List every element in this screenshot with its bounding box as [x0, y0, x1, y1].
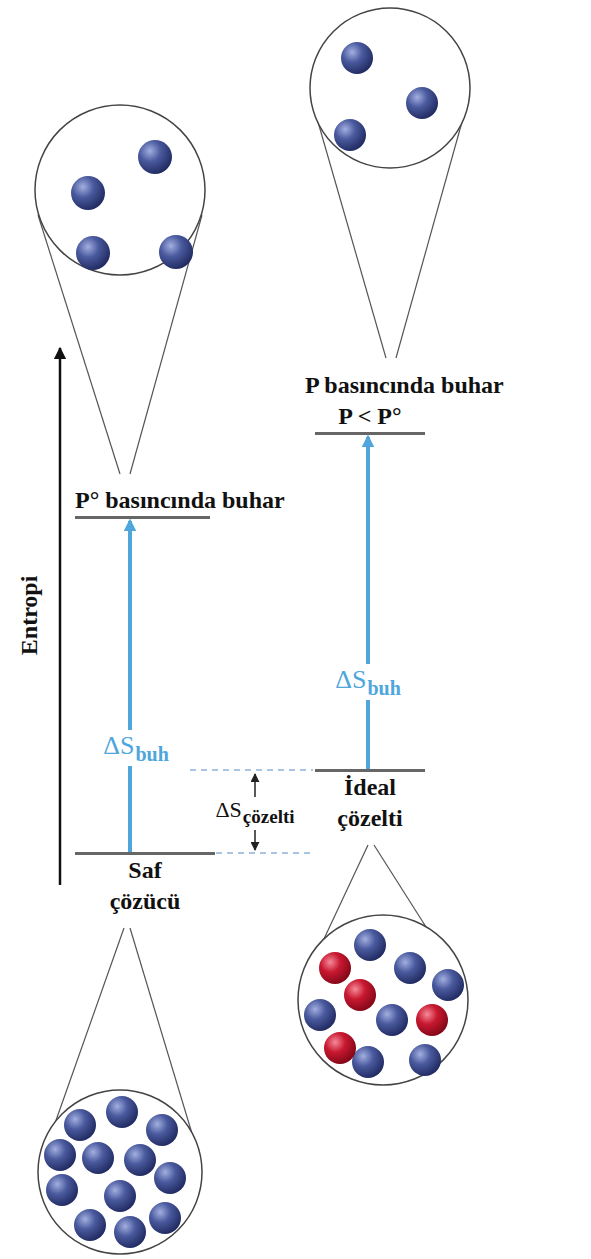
delta-symbol: ΔS	[215, 797, 241, 822]
molecule-view	[310, 8, 470, 168]
delta-symbol: ΔS	[335, 665, 366, 694]
level-label: P < P°	[315, 401, 425, 432]
level-band: P basıncında buharP < P°	[305, 370, 504, 435]
delta-subscript: buh	[367, 677, 400, 699]
level-label: P° basıncında buhar	[75, 485, 285, 516]
level-line	[75, 852, 215, 855]
label-group: ΔSbuh	[100, 730, 172, 766]
level-label: İdeal çözelti	[324, 772, 416, 834]
level-line	[75, 516, 210, 519]
label-group: Entropi	[16, 572, 45, 658]
level-label: Saf çözücü	[99, 855, 191, 917]
delta-subscript: buh	[135, 743, 168, 765]
dashed-level	[190, 770, 313, 853]
entropy-axis	[59, 348, 62, 885]
molecule-view	[38, 1090, 202, 1254]
delta-subscript: çözelti	[243, 806, 295, 827]
level-band: İdeal çözelti	[315, 769, 425, 834]
level-line	[315, 769, 425, 772]
level-line	[315, 432, 425, 435]
label-group: ΔSçözelti	[212, 797, 297, 829]
level-band: Saf çözücü	[75, 852, 215, 917]
axis-label: Entropi	[17, 575, 43, 655]
entropy-arrow	[366, 437, 370, 769]
label-group: ΔSbuh	[332, 664, 404, 700]
delta-arrow	[254, 774, 256, 797]
entropy-arrow	[128, 521, 132, 852]
delta-arrow	[254, 830, 256, 850]
delta-symbol: ΔS	[103, 731, 134, 760]
molecule-view	[35, 105, 205, 275]
molecule-view	[298, 915, 468, 1085]
level-label: P basıncında buhar	[305, 370, 504, 401]
level-band: P° basıncında buhar	[75, 485, 285, 519]
